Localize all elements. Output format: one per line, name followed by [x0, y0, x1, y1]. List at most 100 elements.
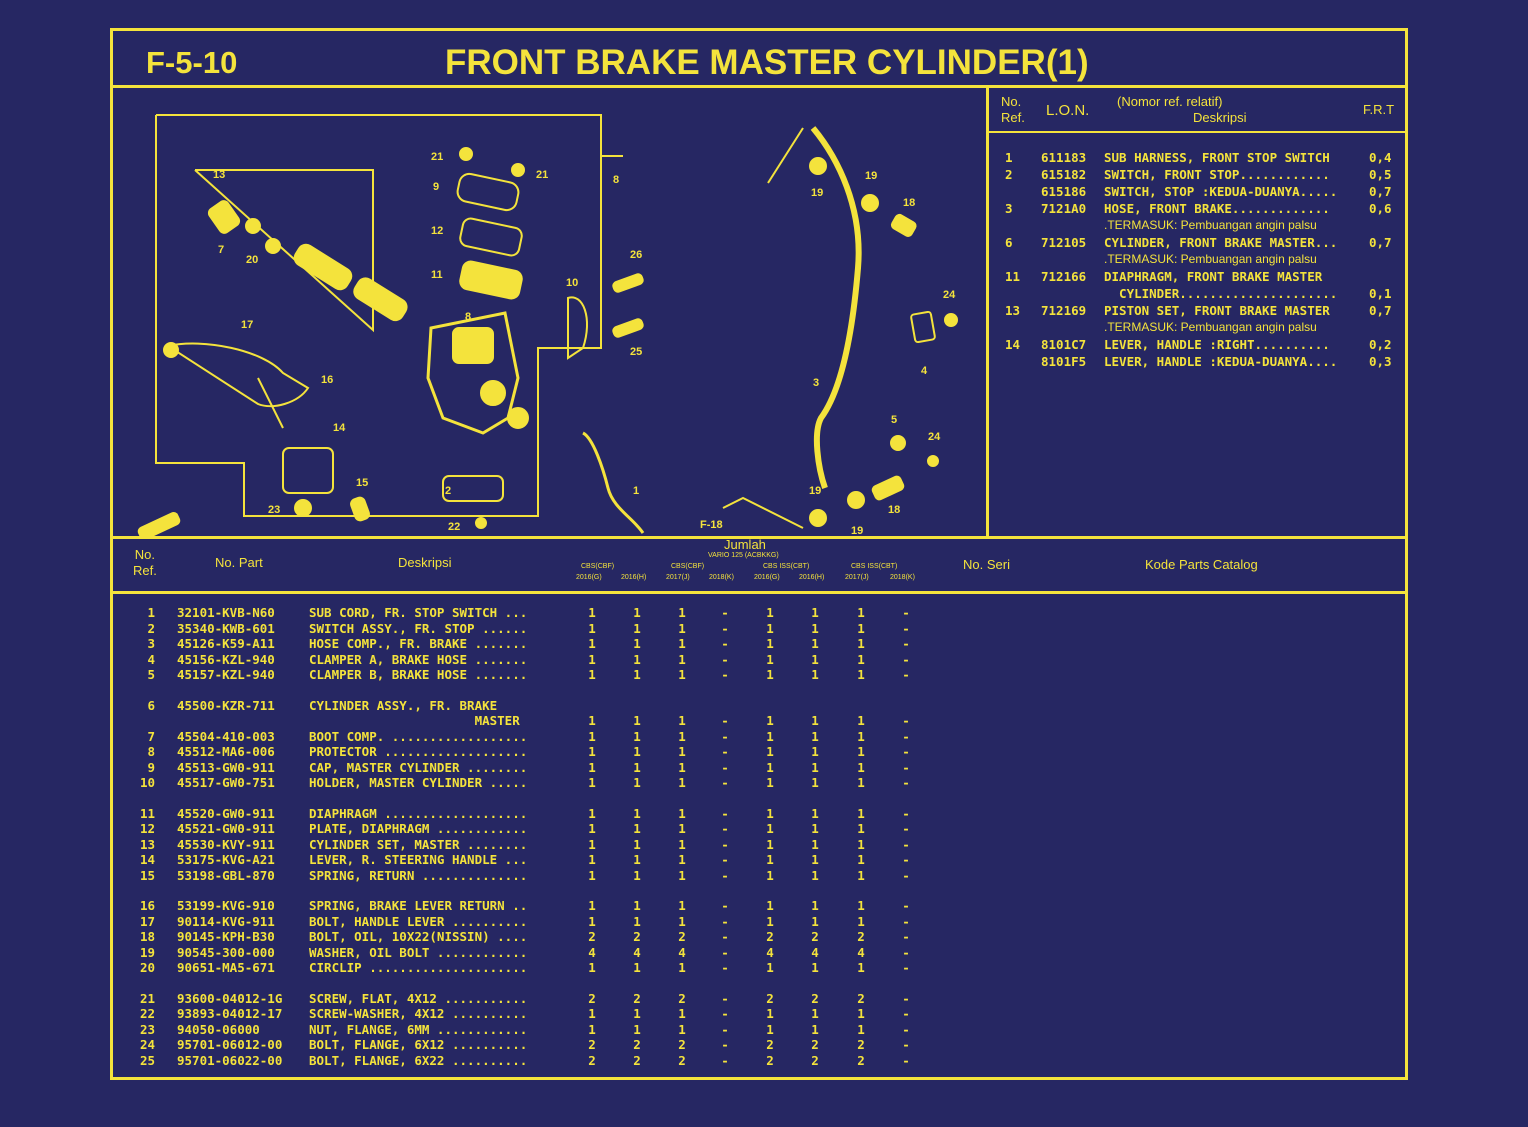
row-qty: 1: [857, 636, 865, 651]
row-ref: 3: [147, 636, 155, 651]
row-qty: -: [721, 1021, 729, 1037]
row-qty: 1: [678, 1021, 686, 1037]
row-qty: -: [902, 759, 910, 775]
row-qty: -: [721, 651, 729, 667]
row-qty: -: [902, 960, 910, 975]
row-qty: 1: [811, 913, 819, 929]
row-qty: 1: [588, 744, 596, 759]
row-ref: 10: [139, 775, 155, 790]
row-description: HOLDER, MASTER CYLINDER .....: [309, 775, 528, 790]
row-qty: 1: [678, 960, 686, 975]
row-qty: -: [721, 836, 729, 852]
col-years: 2016(G)2016(H)2017(J)2018(K)2016(G)2016(…: [113, 574, 1013, 584]
row-qty: 2: [766, 929, 774, 944]
ref-row: 11 712166 DIAPHRAGM, FRONT BRAKE MASTER: [989, 269, 1409, 286]
svg-text:8: 8: [613, 174, 619, 186]
svg-text:16: 16: [321, 374, 333, 386]
row-qty: 1: [678, 1006, 686, 1021]
row-qty: -: [721, 944, 729, 960]
row-qty: -: [902, 775, 910, 790]
svg-text:10: 10: [566, 277, 578, 289]
ref-desc: DIAPHRAGM, FRONT BRAKE MASTER: [1104, 269, 1323, 284]
row-qty: 1: [633, 620, 641, 636]
row-qty: 1: [766, 821, 774, 836]
ref-no: 6: [1005, 235, 1013, 250]
row-qty: 1: [633, 960, 641, 975]
row-qty: 4: [811, 944, 819, 960]
row-qty: -: [721, 620, 729, 636]
ref-lon: 712169: [1041, 303, 1087, 318]
row-qty: -: [721, 744, 729, 759]
row-qty: 1: [811, 852, 819, 867]
row-description: CLAMPER B, BRAKE HOSE .......: [309, 667, 528, 682]
row-qty: 1: [678, 852, 686, 867]
ref-no: 11: [1005, 269, 1021, 284]
col-model: VARIO 125 (ACBKKG): [708, 552, 779, 559]
ref-frt: 0,7: [1369, 303, 1392, 318]
row-qty: -: [902, 1037, 910, 1052]
ref-no: 1: [1005, 150, 1013, 165]
svg-text:25: 25: [630, 346, 642, 358]
row-qty: 2: [678, 1052, 686, 1068]
row-ref: 5: [147, 667, 155, 682]
svg-text:14: 14: [333, 422, 346, 434]
row-qty: 2: [811, 990, 819, 1006]
row-qty: 1: [857, 744, 865, 759]
row-ref: 11: [139, 805, 155, 821]
svg-text:9: 9: [433, 181, 439, 193]
row-qty: 1: [633, 651, 641, 667]
row-qty: 2: [633, 990, 641, 1006]
ref-desc: HOSE, FRONT BRAKE.............: [1104, 201, 1330, 216]
ref-row: .TERMASUK: Pembuangan angin palsu: [989, 320, 1409, 337]
row-qty: 2: [766, 990, 774, 1006]
row-description: WASHER, OIL BOLT ............: [309, 944, 528, 960]
col-jumlah: Jumlah: [724, 537, 766, 552]
row-qty: 1: [857, 775, 865, 790]
row-qty: 1: [857, 667, 865, 682]
ref-frt: 0,7: [1369, 235, 1392, 250]
row-qty: 1: [633, 775, 641, 790]
row-qty: 1: [633, 1021, 641, 1037]
row-qty: 1: [766, 605, 774, 620]
row-qty: 1: [857, 960, 865, 975]
ref-lon: 712166: [1041, 269, 1087, 284]
row-qty: 1: [633, 605, 641, 620]
row-qty: 1: [678, 667, 686, 682]
svg-text:4: 4: [921, 365, 928, 377]
row-qty: 2: [633, 1037, 641, 1052]
svg-text:7: 7: [218, 244, 224, 256]
row-qty: 1: [766, 852, 774, 867]
row-qty: 1: [811, 636, 819, 651]
row-qty: 1: [588, 728, 596, 744]
row-qty: 1: [633, 867, 641, 883]
row-description: BOOT COMP. ..................: [309, 728, 528, 744]
row-ref: 4: [147, 651, 155, 667]
row-qty: 1: [766, 636, 774, 651]
ref-frt: 0,1: [1369, 286, 1392, 301]
row-description: CYLINDER ASSY., FR. BRAKE: [309, 697, 498, 713]
row-qty: -: [902, 713, 910, 728]
svg-text:17: 17: [241, 319, 253, 331]
row-qty: 1: [811, 1021, 819, 1037]
svg-text:19: 19: [811, 187, 823, 199]
row-qty: 1: [766, 759, 774, 775]
row-qty: -: [902, 821, 910, 836]
row-qty: 1: [766, 667, 774, 682]
svg-text:26: 26: [630, 249, 642, 261]
row-qty: -: [721, 1052, 729, 1068]
col-year-label: 2016(H): [799, 574, 825, 581]
